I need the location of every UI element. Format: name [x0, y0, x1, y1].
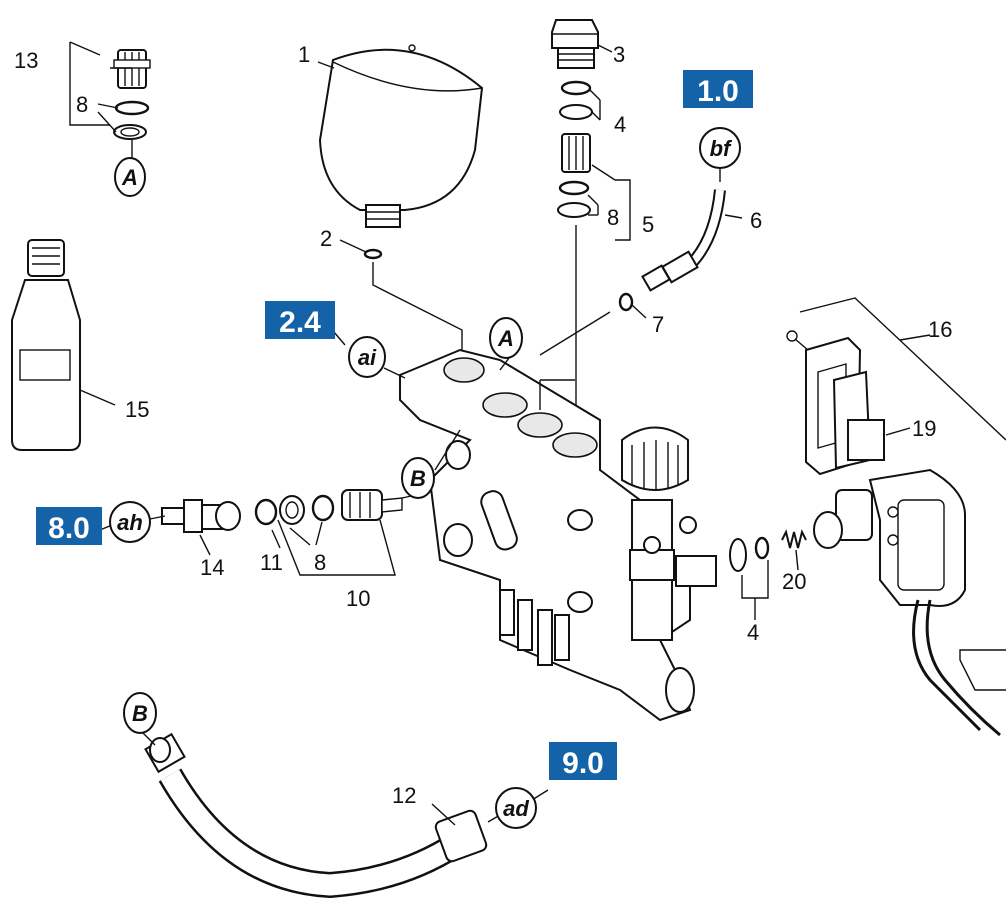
valve-insert-10	[341, 489, 403, 521]
callout-3: 3	[613, 42, 625, 67]
suction-hose-6	[641, 189, 726, 292]
callout-10: 10	[346, 586, 370, 611]
inlet-fitting-14	[161, 499, 241, 533]
washer-8-mid	[557, 202, 591, 218]
callout-2: 2	[320, 226, 332, 251]
bubble-ai-label: ai	[358, 345, 377, 370]
pressure-accumulator-1	[318, 44, 484, 228]
o-ring-11	[254, 498, 278, 526]
reference-box-9-0: 9.0	[549, 742, 617, 780]
pressure-switch	[813, 468, 1001, 737]
callout-12: 12	[392, 783, 416, 808]
washer-4-top	[559, 104, 593, 120]
callout-20: 20	[782, 569, 806, 594]
o-ring-7	[618, 292, 634, 312]
callout-14: 14	[200, 555, 224, 580]
callout-19: 19	[912, 416, 936, 441]
bubble-bf: bf	[699, 127, 741, 169]
bubble-a-mid-label: A	[497, 326, 514, 351]
callout-4-low: 4	[747, 620, 759, 645]
callout-1: 1	[298, 42, 310, 67]
reference-box-1-0: 1.0	[683, 70, 753, 108]
bubble-ah: ah	[109, 501, 151, 543]
callout-6: 6	[750, 208, 762, 233]
spring-20	[781, 529, 807, 549]
reference-box-2-4: 2.4	[265, 301, 335, 339]
callout-7: 7	[652, 312, 664, 337]
pump-head-body	[399, 348, 695, 722]
callout-15: 15	[125, 397, 149, 422]
o-ring-8-mid	[558, 180, 590, 196]
pressure-regulator	[621, 426, 717, 641]
seal-19	[832, 370, 885, 470]
o-ring-2	[363, 248, 383, 260]
bubble-ad-label: ad	[503, 796, 529, 821]
valve-insert-5	[561, 133, 591, 173]
o-ring-4-top	[560, 80, 592, 96]
reference-box-9-0-label: 9.0	[562, 747, 604, 780]
bubble-bf-label: bf	[710, 136, 733, 161]
o-ring-4-low	[754, 536, 770, 560]
callout-16: 16	[928, 317, 952, 342]
bubble-a-top-label: A	[121, 165, 138, 190]
bubble-a-mid: A	[489, 317, 523, 359]
callout-13: 13	[14, 48, 38, 73]
bubble-b-mid: B	[401, 457, 435, 499]
bubble-ai: ai	[348, 336, 386, 378]
o-ring-8-low	[311, 494, 335, 522]
o-ring-8-top	[114, 100, 150, 116]
bubble-ad: ad	[495, 787, 537, 829]
reference-box-2-4-label: 2.4	[279, 306, 321, 339]
bubble-b-hose: B	[123, 692, 157, 734]
reference-box-1-0-label: 1.0	[697, 75, 739, 108]
reference-box-8-0: 8.0	[36, 507, 102, 545]
callout-5: 5	[642, 212, 654, 237]
callout-8-top: 8	[76, 92, 88, 117]
valve-insert-13	[113, 49, 151, 89]
callout-8-low: 8	[314, 550, 326, 575]
reference-box-8-0-label: 8.0	[48, 512, 90, 545]
oil-bottle-15	[11, 239, 81, 451]
callout-8-mid: 8	[607, 205, 619, 230]
washer-4-low	[729, 538, 747, 572]
plug-3	[551, 19, 599, 69]
bubble-b-mid-label: B	[410, 466, 426, 491]
high-pressure-hose-12	[144, 732, 488, 899]
bubble-b-hose-label: B	[132, 701, 148, 726]
bubble-ah-label: ah	[117, 510, 143, 535]
callout-11: 11	[260, 550, 283, 575]
callout-4-top: 4	[614, 112, 626, 137]
bubble-a-top: A	[114, 157, 146, 197]
